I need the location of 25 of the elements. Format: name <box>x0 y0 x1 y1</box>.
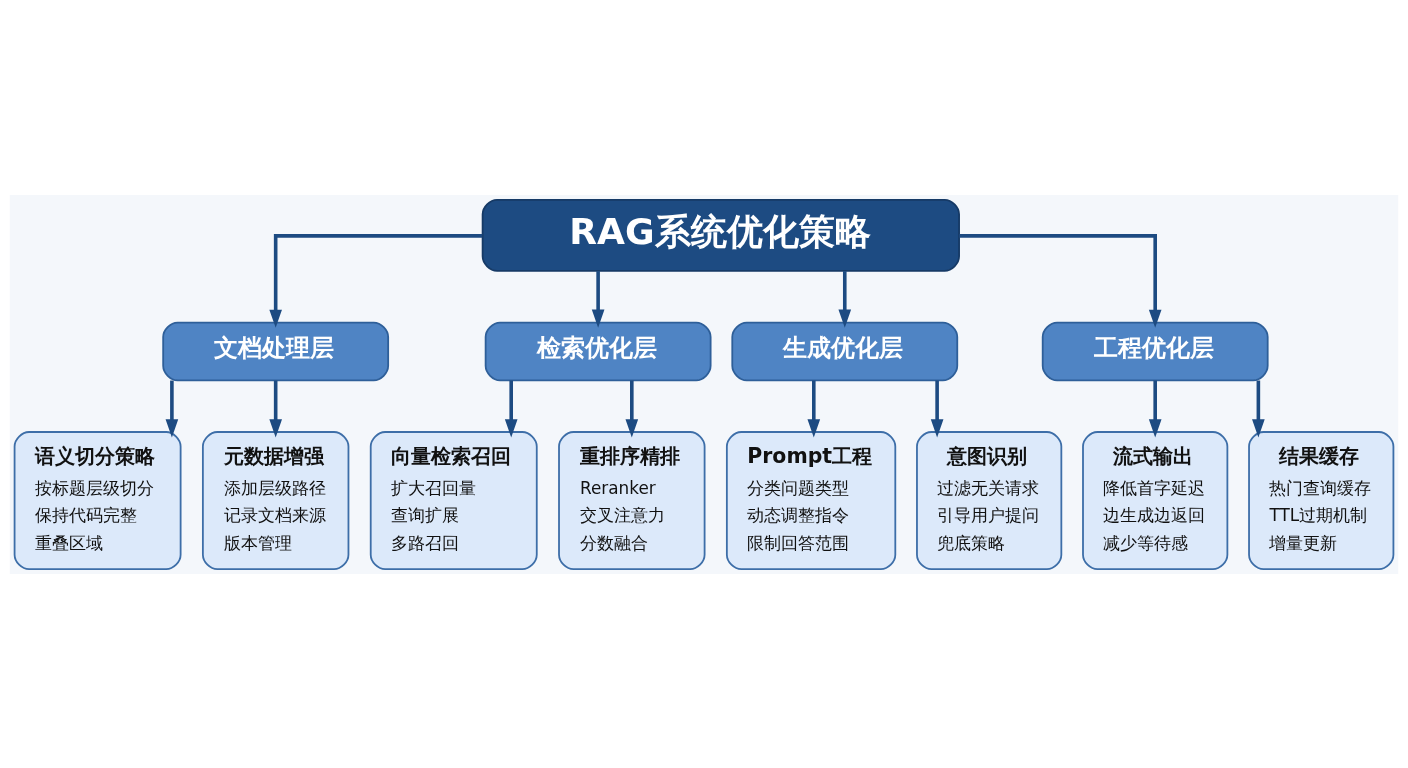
arrow <box>1252 380 1265 437</box>
node-box: 流式输出 降低首字延迟 边生成边返回 减少等待感 <box>1082 430 1229 570</box>
arrow <box>269 233 483 328</box>
node-box: 工程优化层 <box>1041 321 1269 381</box>
node-box: 向量检索召回 扩大召回量 查询扩展 多路召回 <box>369 430 538 570</box>
arrow <box>625 380 639 437</box>
node-box: 意图识别 过滤无关请求 引导用户提问 兜底策略 <box>916 430 1063 570</box>
node-box: 文档处理层 <box>162 321 390 381</box>
arrow <box>1148 380 1162 437</box>
arrow <box>807 380 821 437</box>
node-box: 元数据增强 添加层级路径 记录文档来源 版本管理 <box>202 430 350 570</box>
arrow <box>165 380 179 437</box>
arrow <box>838 270 852 328</box>
node-box: 检索优化层 <box>484 321 712 381</box>
arrow <box>959 233 1162 328</box>
node-box: 重排序精排 Reranker 交叉注意力 分数融合 <box>558 430 706 570</box>
arrow <box>591 270 605 328</box>
arrow <box>269 380 282 437</box>
node-box: 生成优化层 <box>731 321 959 381</box>
arrow <box>504 380 518 437</box>
node-box: RAG系统优化策略 <box>481 198 960 272</box>
arrow <box>930 380 944 437</box>
node-box: 语义切分策略 按标题层级切分 保持代码完整 重叠区域 <box>13 430 182 570</box>
node-box: 结果缓存 热门查询缓存 TTL过期机制 增量更新 <box>1248 430 1395 570</box>
node-box: Prompt工程 分类问题类型 动态调整指令 限制回答范围 <box>725 430 897 570</box>
